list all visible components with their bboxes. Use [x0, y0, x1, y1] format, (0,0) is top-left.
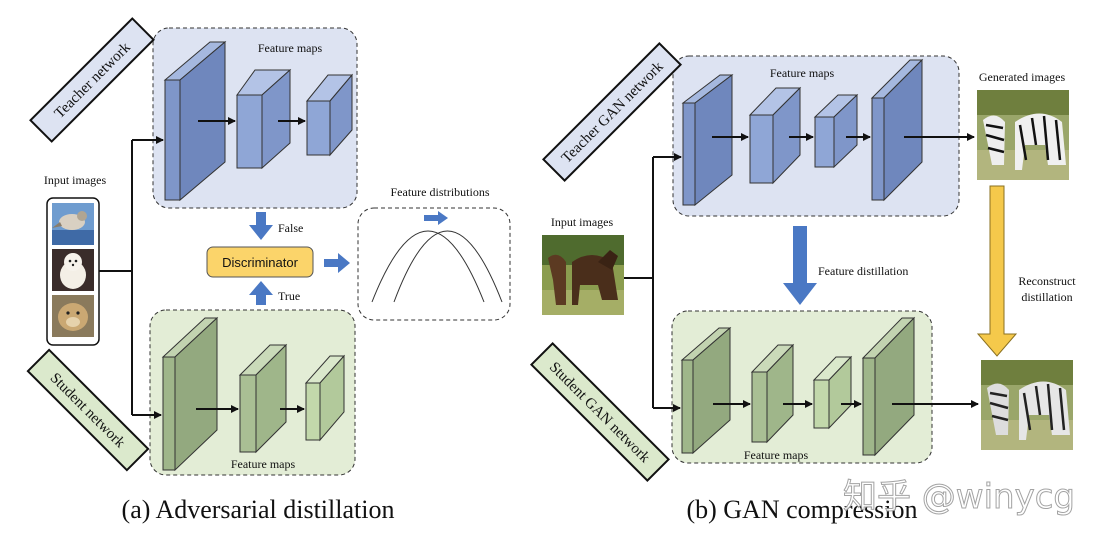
svg-text:Teacher network: Teacher network — [52, 39, 134, 121]
shift-arrow — [424, 211, 448, 225]
student-zebra-image — [981, 360, 1073, 450]
teacher-block-4-b — [870, 58, 924, 202]
distribution-curve-1 — [371, 230, 485, 303]
caption-a: (a) Adversarial distillation — [122, 495, 395, 524]
teacher-feature-maps-label-b: Feature maps — [770, 66, 835, 80]
false-label: False — [278, 221, 303, 235]
input-images-label-a: Input images — [44, 173, 107, 187]
teacher-zebra-image — [977, 90, 1069, 180]
false-arrow — [249, 212, 273, 240]
generated-images-label: Generated images — [979, 70, 1066, 84]
feature-distillation-arrow — [783, 226, 817, 305]
svg-text:Student GAN network: Student GAN network — [546, 359, 653, 466]
student-block-3-a — [304, 354, 346, 442]
teacher-block-1-a — [163, 40, 227, 202]
reconstruct-distillation-arrow — [976, 185, 1018, 357]
student-network-label-a: Student network — [26, 348, 150, 472]
input-connectors-b — [624, 153, 682, 412]
caption-b: (b) GAN compression — [686, 495, 917, 524]
feature-distributions-box — [357, 207, 511, 321]
teacher-block-3-a — [305, 73, 354, 157]
student-feature-maps-label-a: Feature maps — [231, 457, 296, 471]
teacher-network-label-a: Teacher network — [29, 17, 155, 143]
student-block-2-a — [238, 343, 288, 454]
input-connectors-a — [99, 136, 164, 419]
watermark: 知乎 @winycg — [843, 477, 1075, 517]
teacher-block-2-a — [236, 68, 292, 170]
feature-distributions-label: Feature distributions — [391, 185, 490, 199]
student-block-4-b — [861, 316, 916, 457]
true-arrow — [249, 281, 273, 305]
discriminator-box — [206, 246, 314, 278]
teacher-block-1-b — [681, 73, 734, 207]
discriminator-label: Discriminator — [222, 255, 299, 270]
reconstruct-label-line2: distillation — [1021, 290, 1072, 304]
teacher-block-2-b — [748, 86, 802, 185]
input-images-label-b: Input images — [551, 215, 614, 229]
svg-text:Student network: Student network — [47, 370, 128, 451]
student-block-1-b — [680, 326, 732, 455]
teacher-feature-maps-label-a: Feature maps — [258, 41, 323, 55]
dog-image — [52, 295, 94, 337]
student-gan-network-label: Student GAN network — [529, 341, 671, 483]
true-label: True — [278, 289, 300, 303]
student-block-2-b — [750, 343, 795, 444]
horse-input-image — [542, 235, 624, 315]
puppy-image — [52, 249, 94, 291]
reconstruct-label-line1: Reconstruct — [1018, 274, 1076, 288]
teacher-gan-network-label: Teacher GAN network — [541, 41, 683, 183]
distribution-curve-2 — [393, 230, 503, 303]
student-feature-maps-label-b: Feature maps — [744, 448, 809, 462]
student-block-1-a — [161, 316, 219, 472]
feature-distillation-label: Feature distillation — [818, 264, 908, 278]
student-block-3-b — [812, 355, 853, 430]
teacher-block-3-b — [813, 93, 859, 169]
svg-text:Teacher GAN network: Teacher GAN network — [559, 58, 667, 166]
discriminator-output-arrow — [324, 253, 350, 273]
bird-image — [52, 203, 94, 245]
